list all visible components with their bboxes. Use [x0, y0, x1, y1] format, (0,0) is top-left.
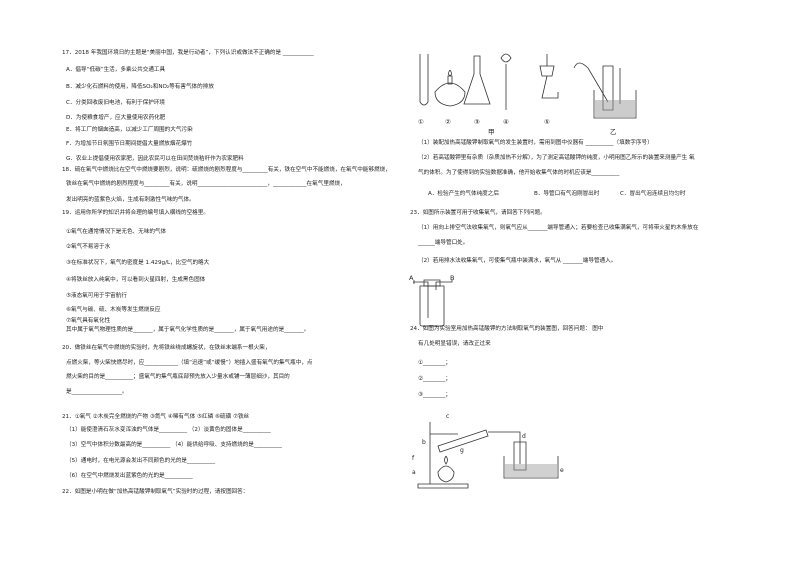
q20-line-1: 20．做铁丝在氧气中燃烧的实验时，先将铁丝绕成螺旋状，在铁丝末端系一根火柴，: [62, 345, 271, 351]
fig-label-jia: 甲: [488, 128, 495, 136]
q20-line-4: 是__________________。: [66, 389, 128, 395]
q19-stem: 19．运用你所学的知识并将合理的编号填入横线的空格里。: [62, 210, 209, 216]
fig-label-4: ④: [503, 118, 509, 126]
q20-line-3: 燃火柴的目的是__________；盛氧气的集气瓶底部预先放入少量水或铺一薄层细…: [66, 374, 290, 380]
bottle-label-b: B: [450, 274, 454, 282]
q23-part-1b: ______端导管口处。: [418, 240, 469, 246]
apparatus-label-f: f: [412, 455, 415, 462]
instruments-figure: ① ② ③ ④ ⑤ 甲 乙: [408, 44, 668, 136]
q22-part-2a: （2）若高锰酸钾里有杂质（杂质加热不分解），为了测定高锰酸钾的纯度，小明用图乙所…: [418, 155, 695, 161]
q22-option-a: A．检验产生的气体纯度之后: [428, 191, 499, 197]
q17-option-a: A．倡导“低碳”生活，多乘公共交通工具: [66, 67, 166, 73]
stopper-tube-icon: [539, 65, 555, 77]
conical-flask-icon: [463, 55, 491, 105]
fig-label-yi: 乙: [610, 128, 617, 136]
q19-item-1: ①氧气在通常情况下是无色、无味的气体: [66, 229, 167, 235]
kmno4-apparatus-drawing: a b c d e f g: [412, 413, 564, 489]
delivery-tube-icon: [488, 431, 521, 464]
q22-part-1: （1）装配加热高锰酸钾制取氧气的发生装置时，需用到图中仪器有 _________…: [418, 140, 653, 146]
funnel-icon: [500, 53, 512, 63]
q21-options: 21．①氧气 ②木炭完全燃烧的产物 ③氮气 ④稀有气体 ⑤红磷 ⑥硫磺 ⑦铁丝: [62, 414, 250, 420]
alcohol-lamp-icon: [434, 82, 466, 107]
q19-item-3: ③在标准状况下，氧气的密度是 1.429g/L，比空气的略大: [66, 260, 210, 266]
delivery-tube-icon: [573, 62, 609, 103]
q21-line-3: （5）通电时，在电光源会发出不同颜色的光的是__________: [66, 458, 215, 464]
gas-bottle-figure: A B: [408, 272, 458, 328]
apparatus-label-d: d: [522, 433, 526, 440]
bottle-icon: [419, 285, 445, 327]
q19-item-7: ⑦氧气具有氧化性: [66, 318, 111, 324]
q24-answer-1: ①________；: [418, 360, 451, 366]
q22-part-2b: 气的体积。为了使得到的实验数据准确，他开始收集气体的时机应该是_________…: [418, 170, 620, 176]
q24-answer-3: ③________；: [418, 392, 451, 398]
alcohol-lamp-icon: [437, 465, 455, 483]
q21-line-2: （3）空气中体积分数最高的是__________ （4）能供给呼吸、支持燃烧的是…: [66, 442, 282, 448]
q17-option-f: F．为增加节日氛围节日期间提倡大量燃放烟花爆竹: [66, 141, 193, 147]
q24-line-1: 24．如图为实验室用加热高锰酸钾的方法制取氧气的装置图，回答问题： 图中: [410, 326, 604, 332]
q17-option-d: D．为使粮食增产，应大量使用农药化肥: [66, 115, 166, 121]
q17-option-b: B．减少化石燃料的使用，降低SO₂和NO₂等有害气体的排放: [66, 84, 214, 90]
q23-stem: 23．如图所示装置可用于收集氧气，请回答下列问题。: [410, 210, 546, 216]
q21-line-1: （1）能使澄清石灰水变浑浊的气体是__________ （2）淡黄色的固体是__…: [66, 427, 271, 433]
q20-line-2: 点燃火柴，等火柴快燃尽时，应____________（填“迅速”或“缓慢”）地插…: [66, 360, 313, 366]
q19-item-4: ④将铁丝放入纯氧中，可以看到火星四射，生成黑色固体: [66, 277, 206, 283]
collecting-bottle-icon: [513, 441, 527, 471]
apparatus-label-g: g: [460, 447, 464, 454]
q19-item-6: ⑥氧气与碳、硫、木炭等发生燃烧反应: [66, 307, 161, 313]
q24-line-2: 有几处明显错误，请改正过来: [418, 341, 491, 347]
gas-bottle-drawing: A B: [409, 274, 454, 327]
q17-stem: 17．2018 年我国环境日的主题是“美丽中国，我是行动者”，下列认识或做法不正…: [62, 50, 314, 56]
q18-line-3: 发出明亮的蓝紫色火焰，生成有刺激性气味的气体。: [66, 197, 195, 203]
q18-line-2: 铁丝在氧气中燃烧的剧烈程度与_________有关，说明____________…: [66, 181, 346, 187]
water-trough-icon: [503, 456, 559, 479]
flame-icon: [444, 455, 448, 465]
q17-option-e: E．将工厂的烟囱造高，以减少工厂周围的大气污染: [66, 127, 193, 133]
apparatus-label-e: e: [560, 467, 564, 474]
apparatus-label-c: c: [446, 413, 449, 420]
fig-label-3: ③: [474, 118, 480, 126]
test-tube-icon: [437, 429, 489, 453]
q23-part-2: （2）若用排水法收集氧气，可使集气瓶中装满水，氧气从 _______端导管通入。: [418, 258, 617, 264]
q18-line-1: 18．硫在氧气中燃烧比在空气中燃烧要剧烈，说明：硫燃烧的剧烈程度与_______…: [62, 167, 391, 173]
apparatus-label-a: a: [412, 469, 416, 476]
q22-option-c: C．冒出气泡连续且均匀时: [620, 191, 686, 197]
q23-part-1: （1）用向上排空气法收集氧气，则氧气应从_______端导管通入；若要检查已收集…: [418, 225, 699, 231]
instruments-drawing: ① ② ③ ④ ⑤ 甲 乙: [418, 53, 637, 136]
fig-label-5: ⑤: [544, 118, 550, 126]
q17-option-g: G．农业上提倡使用农家肥，因此农民可以在田间焚烧秸秆作为农家肥料: [66, 156, 244, 162]
q21-line-4: （6）在空气中燃烧发出蓝紫色的光的是__________: [66, 473, 193, 479]
kmno4-apparatus-figure: a b c d e f g: [408, 412, 568, 490]
q22-option-b: B．导管口有气泡刚冒出时: [534, 191, 600, 197]
q19-item-2: ②氧气不易溶于水: [66, 244, 111, 250]
q24-answer-2: ②________；: [418, 376, 451, 382]
q19-item-5: ⑤液态氧可用于宇宙航行: [66, 293, 127, 299]
bottle-label-a: A: [409, 274, 414, 282]
iron-stand-base-icon: [417, 483, 469, 489]
q22-stem: 22．如图是小明在做“加热高锰酸钾制取氧气”实验时的过程，请按图回答：: [62, 489, 249, 495]
q17-option-c: C．分类回收废旧电池，有利于保护环境: [66, 100, 166, 106]
fig-label-2: ②: [445, 118, 451, 126]
fig-label-1: ①: [418, 118, 424, 126]
water-trough-icon: [593, 90, 637, 119]
apparatus-label-b: b: [422, 439, 426, 446]
test-tube-icon: [419, 54, 429, 106]
q19-tail: 其中属于氧气物理性质的是_______，属于氧气化学性质的是_______，属于…: [66, 327, 310, 333]
